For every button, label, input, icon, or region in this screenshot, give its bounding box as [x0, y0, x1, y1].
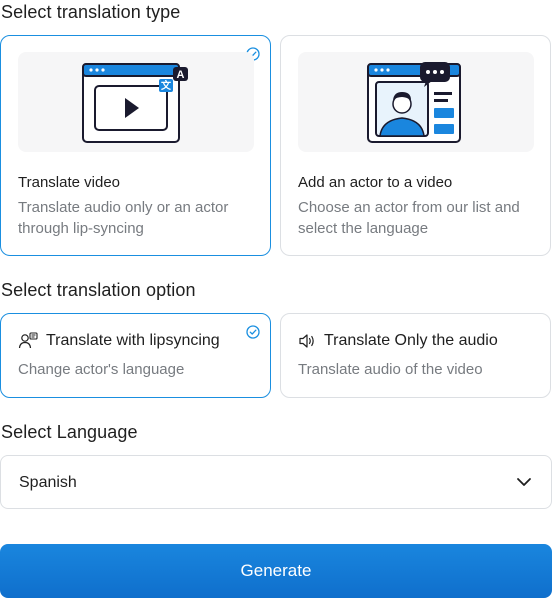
option-lipsync[interactable]: Translate with lipsyncing Change actor's… [0, 313, 271, 398]
option-title-row: Translate with lipsyncing [18, 332, 220, 350]
card-description: Translate audio only or an actor through… [18, 199, 229, 237]
check-circle-icon [246, 325, 260, 339]
language-select-value: Spanish [19, 474, 77, 491]
lipsync-icon [18, 332, 38, 349]
chevron-down-icon [517, 478, 531, 486]
svg-text:A: A [177, 69, 185, 81]
option-title-row: Translate Only the audio [298, 332, 498, 350]
card-title: Add an actor to a video [298, 174, 453, 191]
card-title: Translate video [18, 174, 120, 191]
language-heading: Select Language [1, 422, 138, 442]
option-title: Translate Only the audio [324, 332, 498, 349]
card-add-actor[interactable]: Add an actor to a video Choose an actor … [280, 35, 551, 256]
language-select[interactable]: Spanish [0, 455, 552, 509]
card-description: Choose an actor from our list and select… [298, 199, 520, 237]
svg-text:文: 文 [161, 79, 172, 92]
translation-option-heading: Select translation option [1, 280, 196, 300]
translation-type-heading: Select translation type [1, 2, 181, 22]
thumbnail: A 文 [18, 52, 254, 152]
actor-window-icon [367, 62, 461, 143]
option-audio-only[interactable]: Translate Only the audio Translate audio… [280, 313, 551, 398]
option-title: Translate with lipsyncing [46, 332, 220, 349]
generate-button[interactable]: Generate [0, 544, 552, 598]
card-translate-video[interactable]: A 文 Translate video Translate audio only… [0, 35, 271, 256]
translate-window-icon: A 文 [82, 63, 188, 143]
speaker-icon [299, 334, 314, 348]
option-description: Change actor's language [18, 361, 185, 378]
option-description: Translate audio of the video [298, 361, 483, 378]
thumbnail [298, 52, 534, 152]
